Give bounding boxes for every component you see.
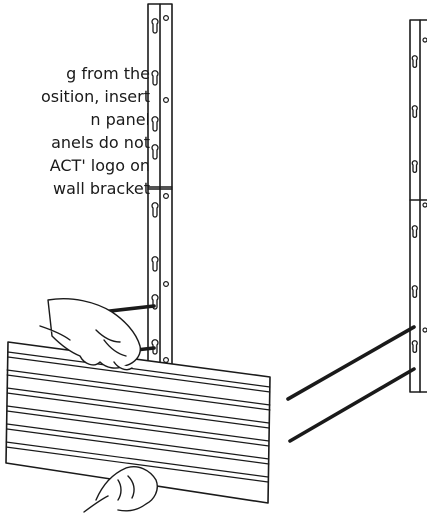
instruction-line-5: ACT' logo on — [49, 156, 150, 175]
instruction-line-2: osition, insert — [40, 87, 150, 106]
left-wall-bracket-icon — [147, 3, 173, 369]
instruction-line-3: n panel — [90, 110, 150, 129]
hand-icon — [83, 466, 158, 513]
right-wall-bracket-icon — [409, 19, 427, 393]
instruction-text: g from the osition, insert n panel anels… — [0, 62, 150, 200]
instruction-line-4: anels do not — [51, 133, 150, 152]
slatwall-panel-icon — [5, 341, 271, 504]
instruction-line-1: g from the — [66, 64, 150, 83]
hand-icon — [39, 298, 141, 371]
instruction-line-6: wall bracket — [52, 179, 150, 198]
insertion-arrow-icon — [286, 325, 416, 443]
